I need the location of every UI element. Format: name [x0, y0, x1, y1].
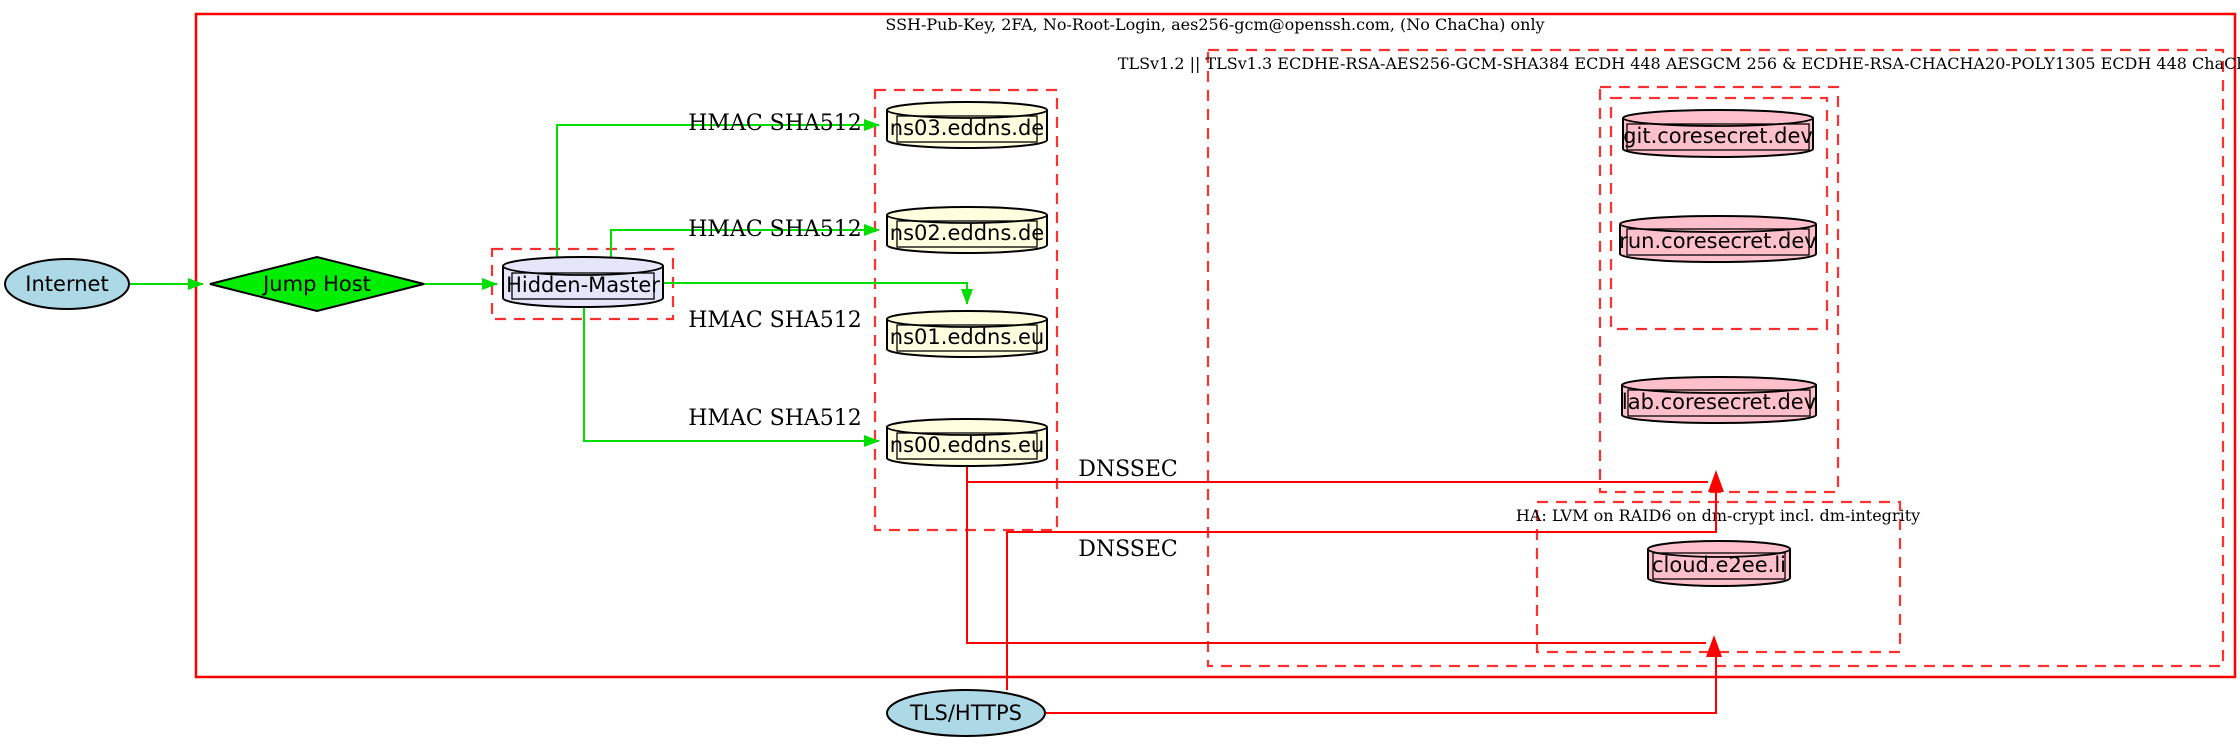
cloud-label-box [1652, 552, 1786, 580]
edge-label-hmac-ns00: HMAC SHA512 [688, 406, 862, 431]
red-arrowhead-coresecret-icon [1708, 470, 1724, 492]
tls-https-label: TLS/HTTPS [909, 701, 1022, 725]
ns00-cylinder [886, 418, 1048, 467]
cloud-label: cloud.e2ee.li [1652, 553, 1786, 577]
edge-label-hmac-ns01: HMAC SHA512 [688, 308, 862, 333]
edge-hiddenmaster-ns01 [663, 282, 973, 305]
lab-cylinder [1621, 376, 1817, 424]
node-hidden-master: Hidden-Master [502, 256, 664, 308]
node-ns01: ns01.eddns.eu [886, 310, 1048, 358]
edge-tlshttps-ha [1045, 657, 1717, 714]
edge-label-hmac-ns03: HMAC SHA512 [688, 111, 862, 136]
tls-cluster-label: TLSv1.2 || TLSv1.3 ECDHE-RSA-AES256-GCM-… [1118, 54, 2240, 73]
internet-label: Internet [25, 272, 108, 296]
red-arrowhead-ha-icon [1706, 635, 1722, 657]
edge-ns00-ha-dnssec [966, 470, 1706, 644]
ns00-label-box [896, 432, 1038, 460]
run-label: run.coresecret.dev [1619, 229, 1817, 253]
ssh-cluster-label: SSH-Pub-Key, 2FA, No-Root-Login, aes256-… [885, 15, 1544, 34]
git-label: git.coresecret.dev [1623, 124, 1813, 148]
ns03-cylinder [886, 101, 1048, 149]
ns02-label-box [896, 220, 1038, 248]
ha-cluster-label: HA: LVM on RAID6 on dm-crypt incl. dm-in… [1516, 506, 1920, 525]
node-cloud: cloud.e2ee.li [1647, 540, 1791, 587]
jump-host-label: Jump Host [261, 272, 371, 296]
ns03-label: ns03.eddns.de [890, 116, 1044, 140]
run-label-box [1626, 228, 1810, 256]
node-git: git.coresecret.dev [1622, 109, 1814, 158]
node-jump-host: Jump Host [209, 255, 425, 313]
edge-hiddenmaster-ns03 [556, 119, 880, 257]
edge-label-dnssec-lower: DNSSEC [1078, 537, 1178, 562]
edge-hiddenmaster-ns00 [583, 307, 880, 447]
node-ns03: ns03.eddns.de [886, 101, 1048, 149]
coresecret-inner-cluster-box [1609, 96, 1829, 331]
edge-label-dnssec-upper: DNSSEC [1078, 457, 1178, 482]
ns00-label: ns00.eddns.eu [890, 433, 1044, 457]
node-internet: Internet [4, 258, 130, 310]
ns03-cylinder-rim [886, 109, 1048, 119]
git-cylinder-rim [1622, 117, 1814, 127]
run-cylinder-rim [1619, 223, 1817, 233]
ns02-label: ns02.eddns.de [890, 221, 1044, 245]
lab-cylinder-rim [1621, 384, 1817, 394]
edge-label-hmac-ns02: HMAC SHA512 [688, 217, 862, 242]
lab-label-box [1627, 389, 1811, 417]
hidden-master-label-box [511, 272, 655, 300]
edge-tlshttps-coresecret [1006, 492, 1717, 690]
ns01-label: ns01.eddns.eu [890, 325, 1044, 349]
hidden-master-cylinder-rim [502, 265, 664, 276]
git-label-box [1626, 123, 1810, 151]
ns02-cylinder-rim [886, 214, 1048, 224]
cloud-cylinder [1647, 540, 1791, 587]
edge-hiddenmaster-ns02 [610, 224, 880, 257]
ns03-label-box [896, 115, 1038, 143]
internet-ellipse [4, 258, 130, 310]
node-tls-https: TLS/HTTPS [886, 689, 1046, 737]
ssh-cluster-box [194, 12, 2237, 679]
lab-label: lab.coresecret.dev [1622, 390, 1816, 414]
green-edges [129, 119, 973, 447]
hidden-master-label: Hidden-Master [506, 273, 660, 297]
ns02-cylinder [886, 206, 1048, 254]
run-cylinder [1619, 215, 1817, 263]
ns01-cylinder-rim [886, 318, 1048, 328]
ns00-cylinder-rim [886, 426, 1048, 436]
node-ns02: ns02.eddns.de [886, 206, 1048, 254]
node-run: run.coresecret.dev [1619, 215, 1817, 263]
red-edges [966, 466, 1717, 714]
hidden-master-cylinder [502, 256, 664, 308]
ns01-cylinder [886, 310, 1048, 358]
tls-https-ellipse [886, 689, 1046, 737]
git-cylinder [1622, 109, 1814, 158]
ns01-label-box [896, 324, 1038, 352]
node-ns00: ns00.eddns.eu [886, 418, 1048, 467]
node-lab: lab.coresecret.dev [1621, 376, 1817, 424]
jump-host-diamond [209, 255, 425, 313]
